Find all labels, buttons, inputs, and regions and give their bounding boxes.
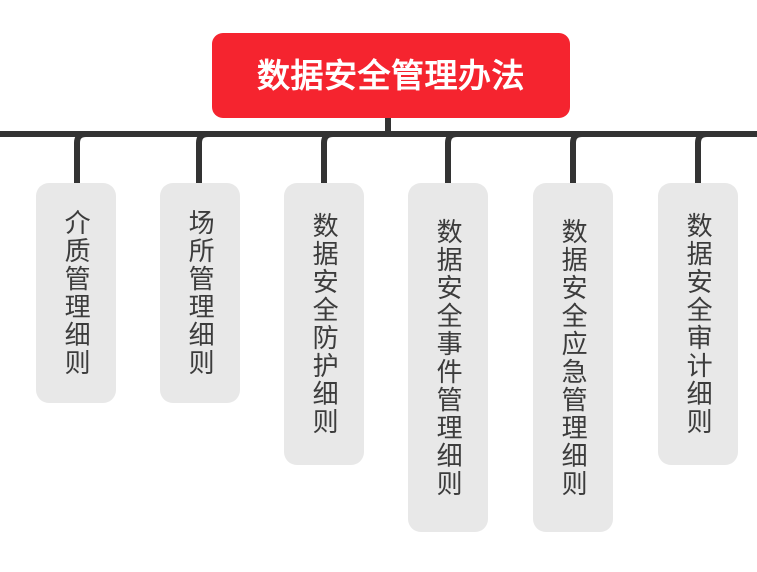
child-node-4-label: 数据安全事件管理细则	[433, 217, 464, 498]
child-node-5-label: 数据安全应急管理细则	[558, 217, 589, 498]
child-node-2-label: 场所管理细则	[185, 209, 216, 377]
child-node-3-label: 数据安全防护细则	[309, 212, 340, 436]
root-node[interactable]: 数据安全管理办法	[212, 33, 570, 118]
child-node-1-label: 介质管理细则	[61, 209, 92, 377]
child-node-3[interactable]: 数据安全防护细则	[284, 183, 364, 465]
child-node-1[interactable]: 介质管理细则	[36, 183, 116, 403]
child-node-6-label: 数据安全审计细则	[683, 212, 714, 436]
child-node-6[interactable]: 数据安全审计细则	[658, 183, 738, 465]
child-node-5[interactable]: 数据安全应急管理细则	[533, 183, 613, 532]
child-node-2[interactable]: 场所管理细则	[160, 183, 240, 403]
root-node-label: 数据安全管理办法	[257, 57, 525, 94]
child-node-4[interactable]: 数据安全事件管理细则	[408, 183, 488, 532]
